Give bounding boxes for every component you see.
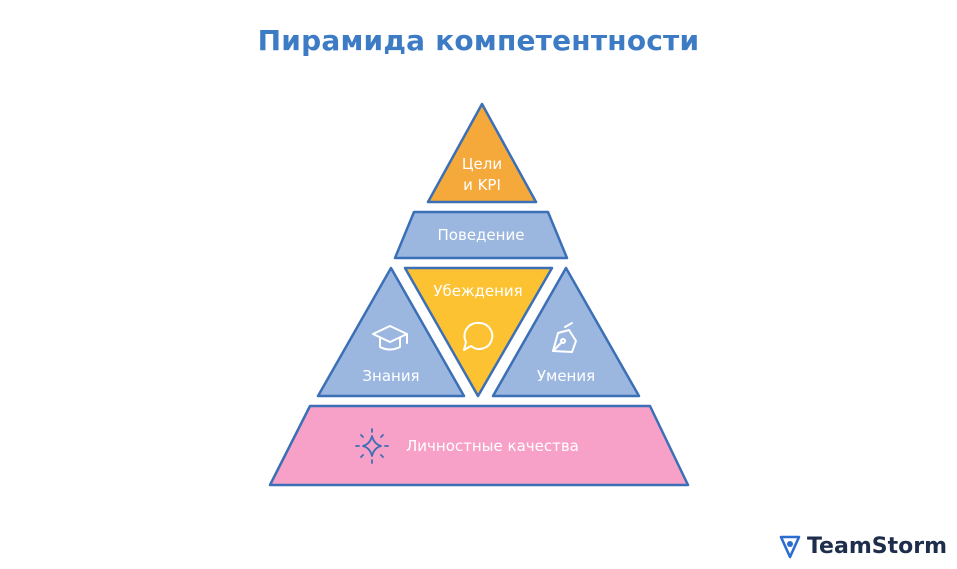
personal-qualities-label: Личностные качества [406, 437, 579, 455]
skills-label: Умения [537, 367, 595, 385]
goals-triangle [426, 102, 538, 204]
beliefs-triangle [403, 266, 554, 398]
sparkle-icon [355, 428, 389, 464]
skills-triangle [491, 266, 641, 398]
graduation-cap-icon [372, 325, 408, 351]
behavior-label: Поведение [438, 226, 525, 244]
pen-nib-icon [552, 322, 577, 353]
goals-label-line2: и KPI [463, 176, 501, 194]
speech-bubble-icon [463, 321, 494, 351]
teamstorm-logo-icon [779, 535, 801, 558]
page-title: Пирамида компетентности [257, 24, 700, 57]
behavior-trapezoid [393, 210, 569, 260]
brand-logo: TeamStorm [779, 534, 947, 559]
beliefs-label: Убеждения [433, 282, 522, 300]
personal-qualities-trapezoid [268, 404, 690, 487]
knowledge-label: Знания [362, 367, 419, 385]
goals-label-line1: Цели [462, 155, 502, 173]
knowledge-triangle [316, 266, 466, 398]
brand-name: TeamStorm [806, 534, 947, 559]
